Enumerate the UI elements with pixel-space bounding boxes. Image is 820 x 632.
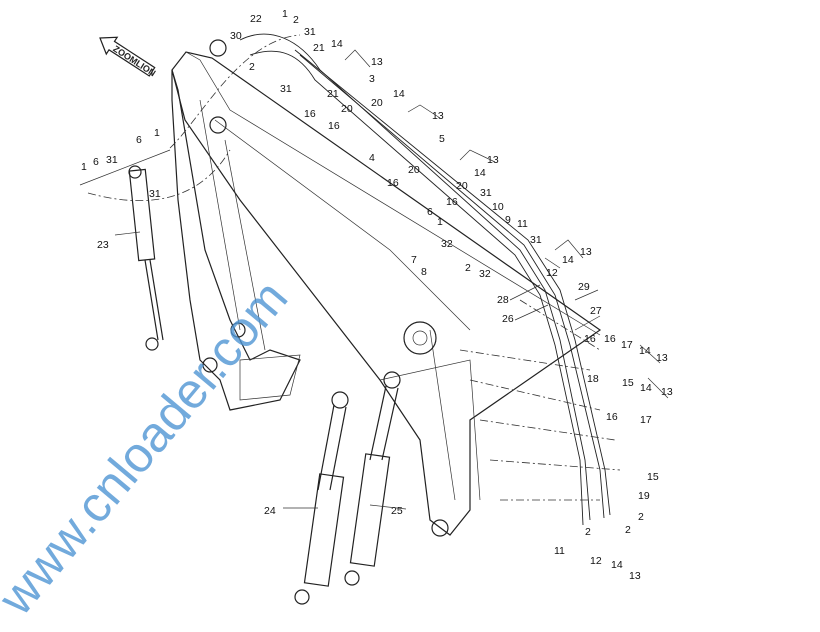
callout: 14 bbox=[611, 559, 623, 571]
callout: 28 bbox=[497, 294, 509, 306]
callout: 2 bbox=[625, 524, 631, 536]
callout: 22 bbox=[250, 13, 262, 25]
callout: 26 bbox=[502, 313, 514, 325]
callout-labels: 22 1 2 31 30 21 14 13 2 3 31 21 16 20 20… bbox=[81, 8, 673, 582]
callout: 21 bbox=[327, 88, 339, 100]
callout: 31 bbox=[480, 187, 492, 199]
callout: 31 bbox=[280, 83, 292, 95]
boom-cylinder-25 bbox=[344, 371, 401, 586]
callout: 11 bbox=[554, 545, 565, 557]
callout: 31 bbox=[106, 154, 118, 166]
callout: 16 bbox=[328, 120, 340, 132]
callout: 16 bbox=[304, 108, 316, 120]
callout: 6 bbox=[136, 134, 142, 146]
callout: 14 bbox=[640, 382, 652, 394]
callout: 12 bbox=[546, 267, 558, 279]
callout: 25 bbox=[391, 505, 403, 517]
callout: 19 bbox=[638, 490, 650, 502]
callout: 1 bbox=[81, 161, 87, 173]
callout: 6 bbox=[427, 206, 433, 218]
callout: 13 bbox=[661, 386, 673, 398]
callout: 3 bbox=[369, 73, 375, 85]
callout: 9 bbox=[505, 214, 511, 226]
callout: 14 bbox=[562, 254, 574, 266]
callout: 14 bbox=[393, 88, 405, 100]
callout: 13 bbox=[580, 246, 592, 258]
callout: 11 bbox=[517, 218, 528, 230]
callout: 16 bbox=[387, 177, 399, 189]
callout: 13 bbox=[487, 154, 499, 166]
callout: 7 bbox=[411, 254, 417, 266]
callout: 14 bbox=[474, 167, 486, 179]
callout: 13 bbox=[629, 570, 641, 582]
callout: 20 bbox=[341, 103, 353, 115]
callout: 16 bbox=[584, 333, 596, 345]
callout: 16 bbox=[446, 196, 458, 208]
callout: 23 bbox=[97, 239, 109, 251]
callout: 13 bbox=[432, 110, 444, 122]
boom bbox=[171, 39, 602, 537]
callout: 2 bbox=[585, 526, 591, 538]
callout: 17 bbox=[621, 339, 633, 351]
svg-text:ZOOMLION: ZOOMLION bbox=[111, 43, 157, 78]
callout: 14 bbox=[331, 38, 343, 50]
callout: 32 bbox=[441, 238, 453, 250]
hydraulic-lines bbox=[79, 33, 621, 526]
callout: 18 bbox=[587, 373, 599, 385]
callout: 16 bbox=[604, 333, 616, 345]
callout: 14 bbox=[639, 345, 651, 357]
callout: 8 bbox=[421, 266, 427, 278]
boom-cylinder-24 bbox=[294, 391, 349, 605]
callout: 2 bbox=[638, 511, 644, 523]
zoomlion-logo: ZOOMLION bbox=[99, 36, 157, 78]
callout: 27 bbox=[590, 305, 602, 317]
callout: 5 bbox=[439, 133, 445, 145]
callout: 10 bbox=[492, 201, 504, 213]
callout: 31 bbox=[149, 188, 161, 200]
callout: 2 bbox=[293, 14, 299, 26]
callout: 29 bbox=[578, 281, 590, 293]
callout: 20 bbox=[408, 164, 420, 176]
callout: 2 bbox=[465, 262, 471, 274]
arm bbox=[171, 69, 301, 411]
callout: 21 bbox=[313, 42, 325, 54]
callout: 15 bbox=[647, 471, 659, 483]
callout: 1 bbox=[154, 127, 160, 139]
callout: 4 bbox=[369, 152, 375, 164]
callout: 32 bbox=[479, 268, 491, 280]
callout: 20 bbox=[456, 180, 468, 192]
callout: 31 bbox=[304, 26, 316, 38]
watermark: www.cnloader.com bbox=[0, 270, 298, 626]
callout: 1 bbox=[437, 216, 443, 228]
callout: 13 bbox=[371, 56, 383, 68]
callout: 13 bbox=[656, 352, 668, 364]
callout: 6 bbox=[93, 156, 99, 168]
callout: 12 bbox=[590, 555, 602, 567]
callout: 2 bbox=[249, 61, 255, 73]
callout: 15 bbox=[622, 377, 634, 389]
callout: 1 bbox=[282, 8, 288, 20]
callout: 30 bbox=[230, 30, 242, 42]
bucket-cylinder bbox=[87, 149, 231, 351]
callout: 24 bbox=[264, 505, 276, 517]
callout: 16 bbox=[606, 411, 618, 423]
callout: 17 bbox=[640, 414, 652, 426]
leader-lines bbox=[114, 49, 669, 510]
callout: 31 bbox=[530, 234, 542, 246]
callout: 20 bbox=[371, 97, 383, 109]
